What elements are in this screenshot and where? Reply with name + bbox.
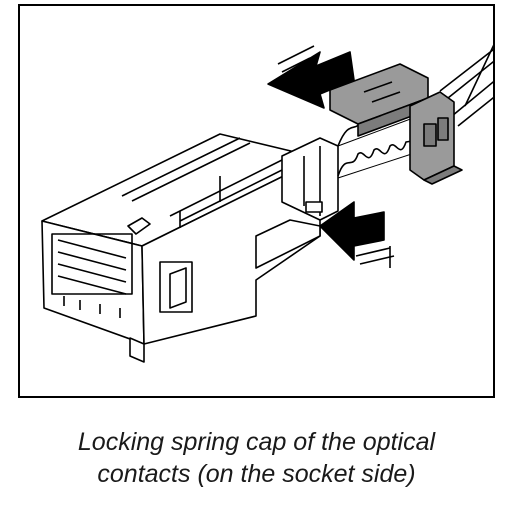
arrow-push-left [267,45,355,109]
caption-line-1: Locking spring cap of the optical [77,428,436,456]
illustration-frame [18,4,495,398]
spring-cap-clip [281,137,339,221]
grey-cable-cap [329,63,463,185]
figure-caption: Locking spring cap of the optical contac… [0,426,513,490]
connector-housing [41,133,321,363]
caption-line-2: contacts (on the socket side) [97,460,416,488]
arrow-push-in [319,201,395,268]
connector-illustration [41,44,493,363]
cables [439,44,493,127]
